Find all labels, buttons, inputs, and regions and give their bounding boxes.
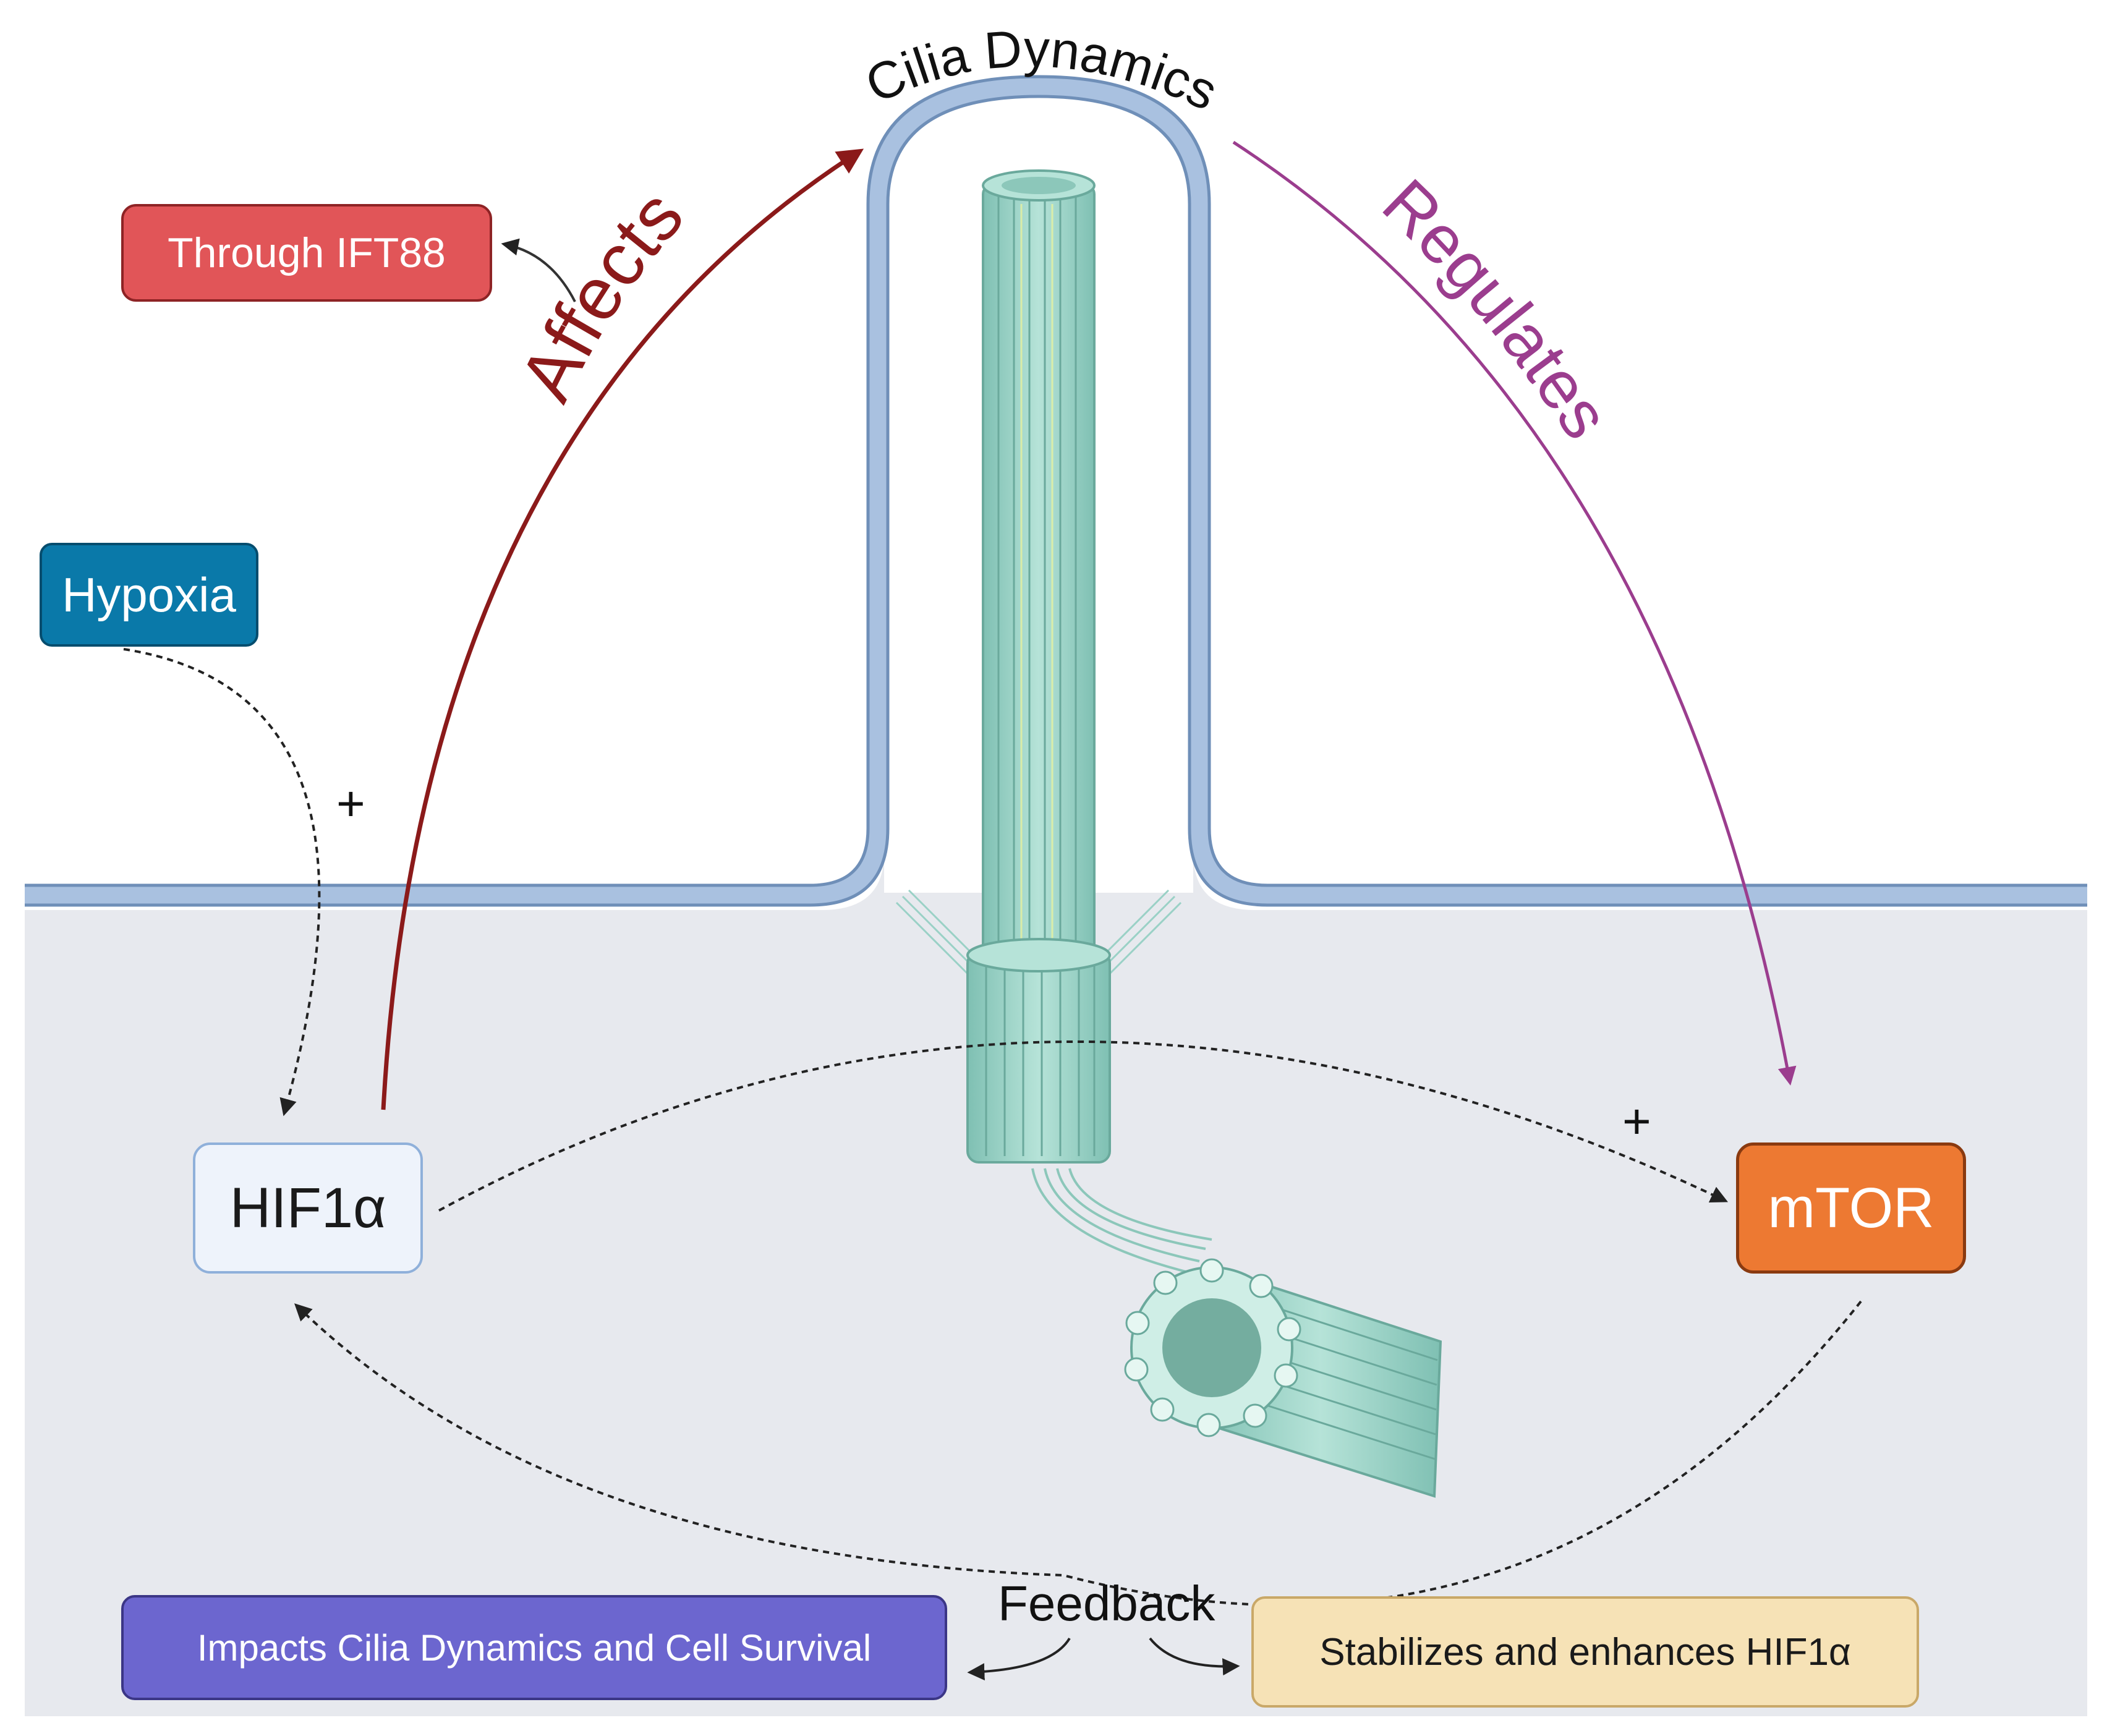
- cytoplasm: [25, 853, 2087, 1716]
- feedback-to-stabilizes-arrow: [1149, 1637, 1240, 1676]
- affects-arrow: [381, 148, 864, 1110]
- stabilizes-box: Stabilizes and enhances HIF1α: [1251, 1596, 1919, 1708]
- feedback-label: Feedback: [998, 1576, 1215, 1631]
- through-ift88-label: Through IFT88: [168, 229, 446, 276]
- cell-membrane-outline-outer: [25, 75, 2087, 887]
- impacts-label: Impacts Cilia Dynamics and Cell Survival: [197, 1627, 872, 1669]
- hypoxia-to-hif-arrow: [123, 648, 321, 1117]
- hypoxia-box: Hypoxia: [40, 543, 258, 647]
- impacts-box: Impacts Cilia Dynamics and Cell Survival: [121, 1595, 947, 1700]
- mtor-label: mTOR: [1768, 1176, 1935, 1240]
- feedback-to-impacts-arrow: [967, 1637, 1071, 1681]
- mtor-to-hif-arrow: [294, 1300, 1862, 1607]
- affects-label: Affects: [504, 174, 699, 413]
- mtor-box: mTOR: [1736, 1142, 1966, 1274]
- plus-sign-mtor: +: [1622, 1094, 1651, 1149]
- regulates-label: Regulates: [1368, 164, 1624, 452]
- linker-fibers: [1031, 1168, 1212, 1275]
- regulates-arrow: [1232, 140, 1797, 1086]
- basal-body: [966, 938, 1111, 1164]
- hif1a-label: HIF1α: [229, 1176, 386, 1240]
- through-ift88-box: Through IFT88: [121, 204, 492, 302]
- stabilizes-label: Stabilizes and enhances HIF1α: [1319, 1630, 1851, 1674]
- axoneme: [982, 169, 1096, 959]
- hif1a-box: HIF1α: [193, 1142, 423, 1274]
- hif-to-mtor-arrow: [438, 1040, 1729, 1212]
- daughter-centriole: [1124, 1258, 1442, 1498]
- cell-membrane-outline-inner: [25, 95, 2087, 907]
- hypoxia-label: Hypoxia: [62, 567, 236, 622]
- plus-sign-hypoxia: +: [336, 776, 365, 831]
- ift88-arrow: [501, 238, 576, 302]
- transition-fibers: [895, 889, 1182, 978]
- cell-membrane: [25, 77, 2087, 904]
